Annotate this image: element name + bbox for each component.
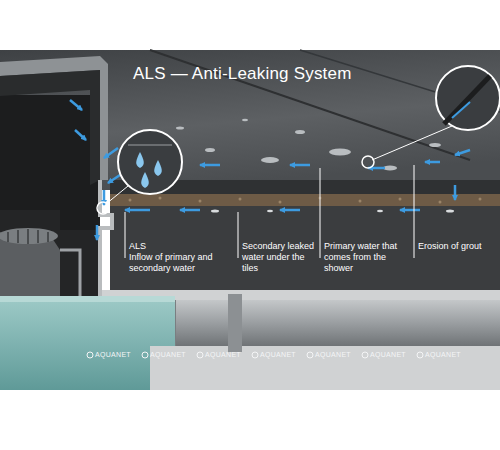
watermark: AQUANET	[260, 351, 296, 358]
callout-label: Secondary leaked water under the tiles	[242, 241, 316, 273]
watermark: AQUANET	[370, 351, 406, 358]
watermark: AQUANET	[425, 351, 461, 358]
watermark: AQUANET	[315, 351, 351, 358]
callout-label: Inflow of primary and secondary water	[129, 252, 229, 274]
watermark: AQUANET	[205, 351, 241, 358]
callout-label: Erosion of grout	[418, 241, 496, 252]
watermark: AQUANET	[95, 351, 131, 358]
diagram-title: ALS — Anti-Leaking System	[133, 64, 352, 84]
callout-label: ALS	[129, 241, 229, 252]
callout-label: Primary water that comes from the shower	[324, 241, 410, 273]
watermark: AQUANET	[150, 351, 186, 358]
